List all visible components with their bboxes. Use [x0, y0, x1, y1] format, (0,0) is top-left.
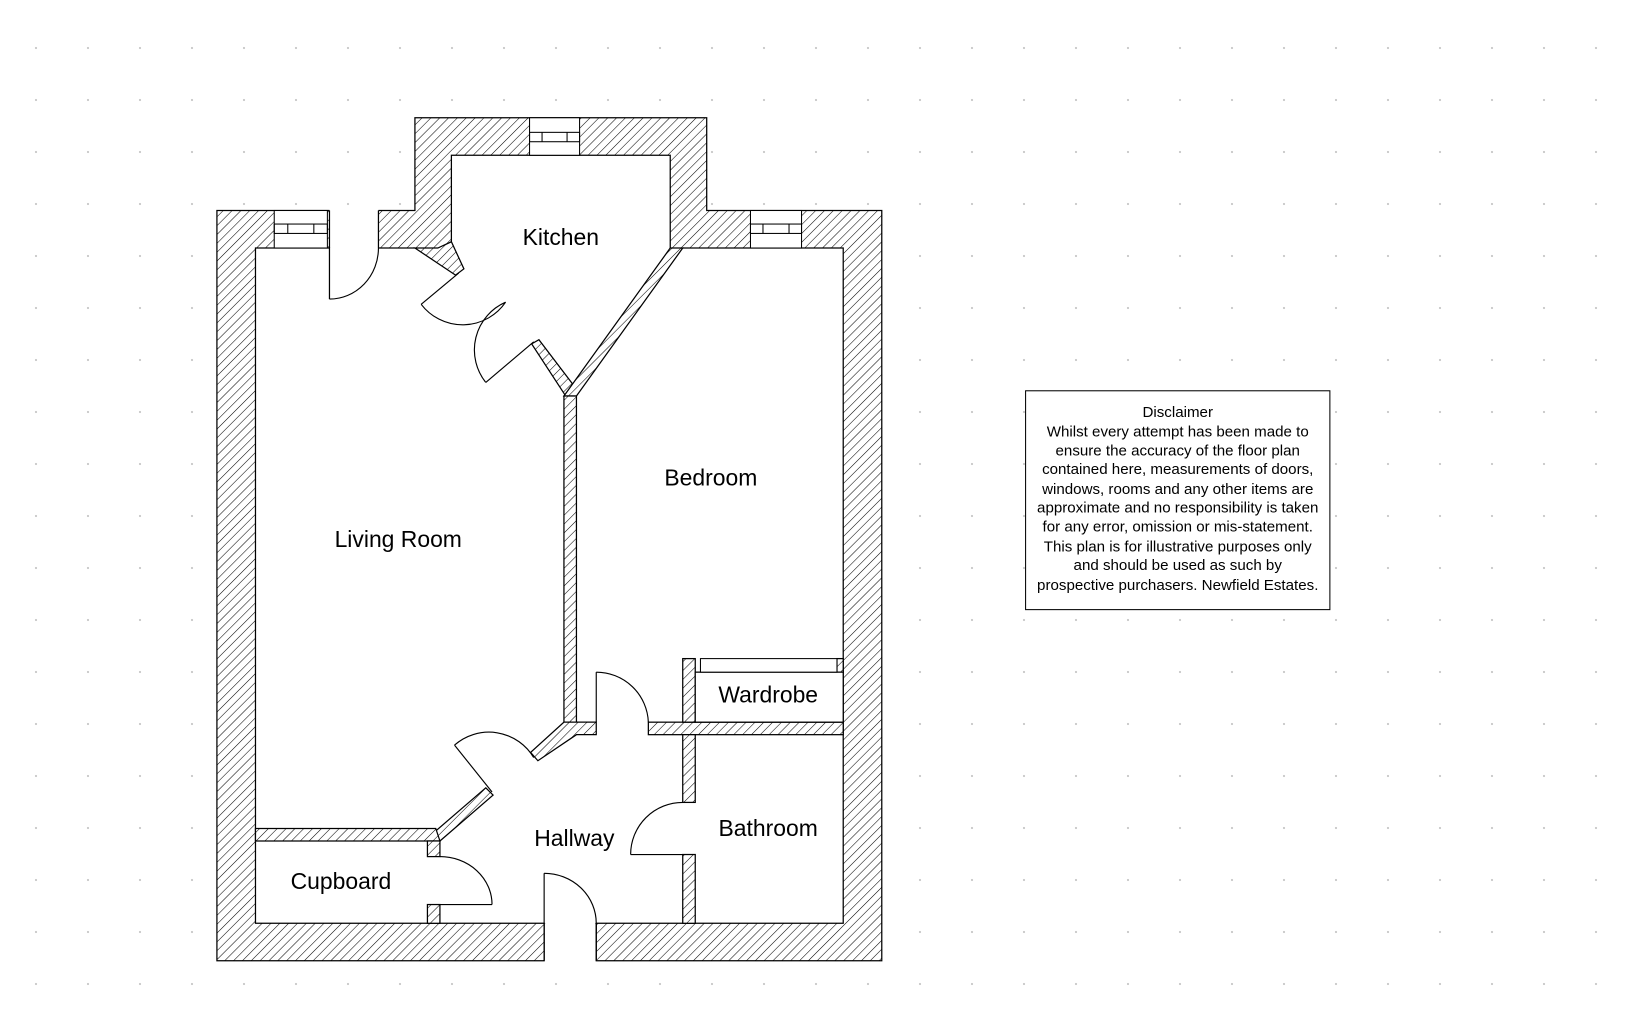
disclaimer-line: approximate and no responsibility is tak… — [1037, 500, 1318, 517]
disclaimer-line: ensure the accuracy of the floor plan — [1056, 442, 1300, 459]
door-living-room-exterior — [329, 248, 380, 300]
disclaimer-line: Whilst every attempt has been made to — [1047, 424, 1309, 441]
window-living-room — [273, 209, 328, 249]
room-label-living-room: Living Room — [335, 526, 462, 552]
room-label-hallway: Hallway — [534, 825, 615, 851]
room-label-cupboard: Cupboard — [291, 868, 392, 894]
disclaimer-line: prospective purchasers. Newfield Estates… — [1037, 577, 1318, 594]
window-kitchen — [529, 117, 581, 156]
room-label-bathroom: Bathroom — [719, 815, 818, 841]
disclaimer-line: This plan is for illustrative purposes o… — [1044, 538, 1312, 555]
door-bathroom — [630, 801, 683, 856]
room-label-kitchen: Kitchen — [523, 224, 599, 250]
room-label-wardrobe: Wardrobe — [718, 681, 818, 707]
disclaimer-line: windows, rooms and any other items are — [1041, 481, 1313, 498]
room-label-bedroom: Bedroom — [664, 465, 757, 491]
wardrobe-unit — [694, 658, 844, 723]
window-bedroom — [749, 209, 803, 249]
disclaimer-line: contained here, measurements of doors, — [1042, 461, 1313, 478]
interior-walls — [254, 240, 844, 924]
disclaimer-title: Disclaimer — [1142, 404, 1213, 421]
disclaimer-box: Disclaimer Whilst every attempt has been… — [1025, 390, 1331, 611]
door-cupboard — [439, 856, 493, 906]
disclaimer-line: for any error, omission or mis-statement… — [1043, 518, 1313, 535]
door-kitchen-double — [420, 272, 535, 383]
door-living-room — [454, 731, 535, 793]
door-bedroom — [595, 671, 649, 723]
door-entrance — [543, 872, 597, 924]
disclaimer-line: and should be used as such by — [1074, 557, 1283, 574]
